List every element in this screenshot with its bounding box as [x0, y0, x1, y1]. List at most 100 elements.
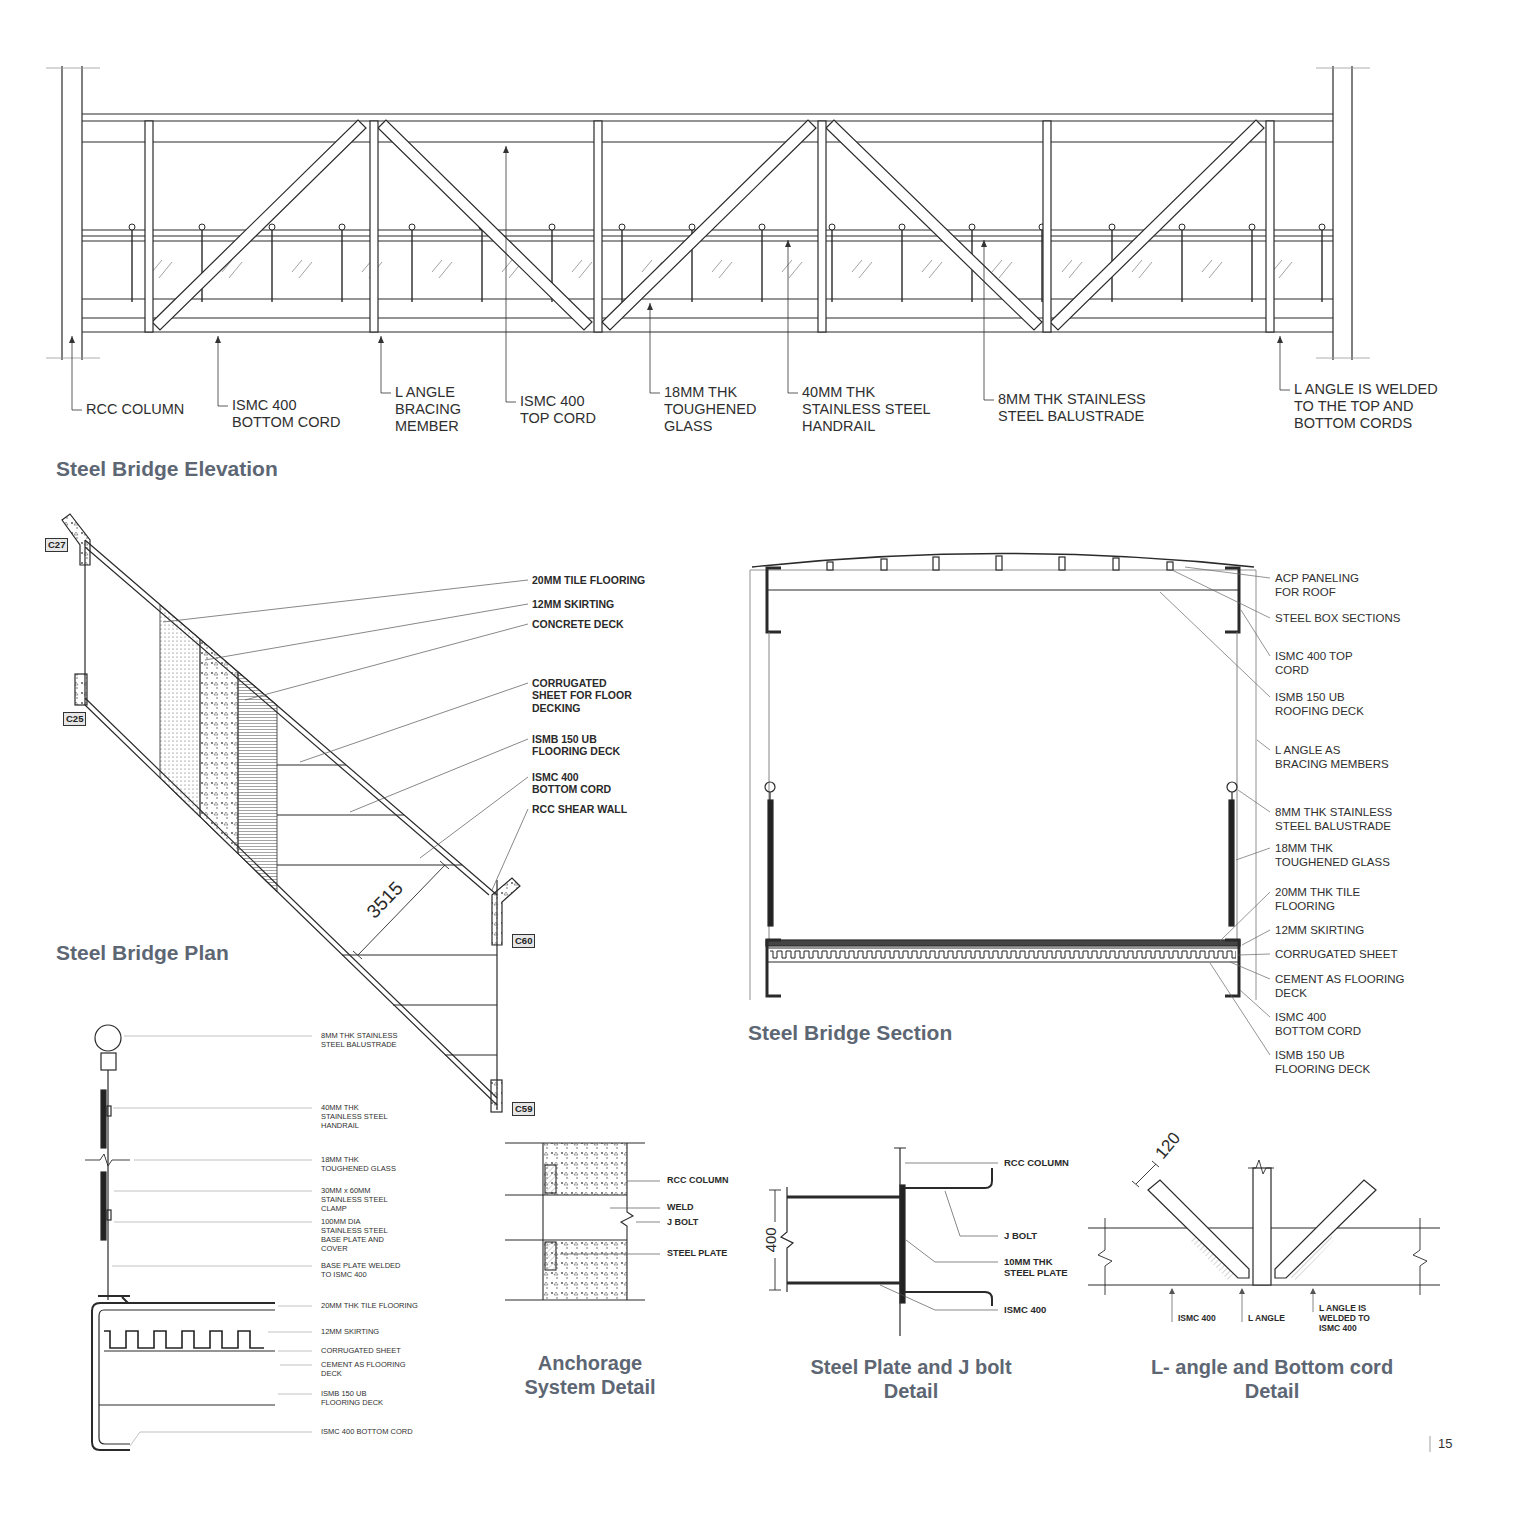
callout-label: STEEL PLATE	[667, 1248, 727, 1259]
column-tag: C27	[45, 538, 68, 552]
post	[145, 121, 153, 332]
bottom-cord	[82, 318, 1333, 332]
bracing-line	[769, 632, 1237, 940]
callout-label: RCC COLUMN	[86, 401, 184, 418]
bridge-elevation	[46, 66, 1370, 410]
callout-label: 20MM THK TILE FLOORING	[1275, 886, 1375, 913]
callout-label: CORRUGATED SHEET	[1275, 948, 1397, 962]
weld-hatch	[545, 1165, 556, 1193]
page-number: 15	[1438, 1436, 1452, 1451]
callout-label: L ANGLE BRACING MEMBER	[395, 384, 475, 435]
callout-label: ACP PANELING FOR ROOF	[1275, 572, 1370, 599]
callout-label: J BOLT	[667, 1217, 698, 1228]
post	[818, 121, 826, 332]
dimension-text: 120	[1150, 1127, 1186, 1165]
view-title: Steel Bridge Plan	[56, 941, 229, 966]
clamp	[107, 1106, 111, 1116]
dimension-text: 3515	[361, 876, 409, 925]
callout-label: L ANGLE IS WELDED TO ISMC 400	[1319, 1303, 1381, 1333]
break-line	[46, 68, 1370, 358]
post	[370, 121, 378, 332]
dimension-line	[353, 861, 449, 959]
baluster	[107, 1070, 108, 1300]
l-angle-brace	[378, 120, 592, 330]
callout-label: 20MM THK TILE FLOORING	[321, 1302, 418, 1311]
callout-label: 12MM SKIRTING	[532, 598, 614, 610]
callout-label: 40MM THK STAINLESS STEEL HANDRAIL	[321, 1104, 396, 1131]
column-tag-text: C59	[515, 1103, 532, 1114]
callout-label: J BOLT	[1004, 1230, 1037, 1241]
callout-label: ISMC 400	[1178, 1313, 1216, 1323]
beam-flange	[787, 1197, 900, 1283]
column-outline	[750, 570, 1256, 1000]
glass-panel	[1229, 800, 1234, 926]
roofing-deck	[767, 589, 1239, 590]
l-angle-brace	[152, 120, 366, 330]
clamp	[107, 1210, 111, 1220]
callout-label: L ANGLE	[1248, 1313, 1285, 1323]
callout-label: ISMC 400 BOTTOM CORD	[321, 1428, 413, 1437]
callout-label: WELD	[667, 1202, 694, 1213]
page-rule	[1430, 1436, 1431, 1452]
callout-label: CONCRETE DECK	[532, 618, 624, 630]
callout-label: 40MM THK STAINLESS STEEL HANDRAIL	[802, 384, 936, 435]
column-tag-text: C25	[66, 713, 83, 724]
callout-label: 12MM SKIRTING	[1275, 924, 1364, 938]
callout-label: ISMB 150 UB FLOORING DECK	[321, 1390, 391, 1408]
rcc-concrete	[543, 1240, 627, 1300]
box-section	[1167, 562, 1173, 570]
tile-floor	[99, 1310, 275, 1444]
box-section	[933, 557, 939, 570]
callout-label: ISMC 400 TOP CORD	[1275, 650, 1360, 677]
column-tag: C25	[63, 712, 86, 726]
tile-floor	[766, 940, 1240, 946]
handrail-section	[765, 782, 775, 792]
bracing-member	[152, 120, 1264, 330]
base-plate	[98, 1296, 130, 1303]
bottom-cord-channel	[767, 940, 1239, 996]
callout-label: ISMC 400 BOTTOM CORD	[532, 771, 612, 796]
callout-label: 18MM THK TOUGHENED GLASS	[1275, 842, 1391, 869]
l-angle-detail	[1088, 1160, 1440, 1322]
callout-label: ISMB 150 UB FLOORING DECK	[532, 733, 627, 758]
handrail-base	[101, 1053, 116, 1070]
post	[594, 121, 602, 332]
break-line	[781, 1187, 793, 1292]
dimension-text: 400	[762, 1225, 780, 1254]
glass-panel	[101, 1090, 106, 1148]
box-section	[881, 559, 887, 570]
flooring-deck	[766, 948, 1240, 962]
bridge-edge	[85, 540, 497, 1110]
callout-label: CEMENT AS FLOORING DECK	[321, 1361, 409, 1379]
callout-label: BASE PLATE WELDED TO ISMC 400	[321, 1262, 406, 1280]
callout-label: 18MM THK TOUGHENED GLASS	[664, 384, 764, 435]
callout-label: 8MM THK STAINLESS STEEL BALUSTRADE	[1275, 806, 1403, 833]
tile-hatch	[160, 605, 200, 817]
handrail-section	[1227, 782, 1237, 792]
l-angle-brace	[1050, 120, 1264, 330]
callout-label: ISMB 150 UB FLOORING DECK	[1275, 1049, 1375, 1076]
glass-panel	[101, 1172, 106, 1240]
column-tag: C59	[512, 1102, 535, 1116]
callout-label: RCC COLUMN	[667, 1175, 729, 1186]
steel-plate	[900, 1185, 905, 1303]
rcc-concrete	[543, 1143, 627, 1195]
corrugated-sheet	[104, 1330, 264, 1351]
column-tag-text: C60	[515, 935, 532, 946]
callout-label: 30MM x 60MM STAINLESS STEEL CLAMP	[321, 1187, 397, 1214]
bridge-plan	[62, 514, 528, 1112]
callout-label: CEMENT AS FLOORING DECK	[1275, 973, 1410, 1000]
arrowhead	[69, 146, 1283, 343]
steel-box-section	[827, 556, 1173, 570]
view-title: Steel Plate and J bolt Detail	[791, 1356, 1031, 1403]
callout-label: ISMC 400 BOTTOM CORD	[1275, 1011, 1365, 1038]
callout-label: 18MM THK TOUGHENED GLASS	[321, 1156, 397, 1174]
flooring-deck	[99, 1351, 275, 1405]
column-line	[894, 1148, 906, 1336]
weld-hatch	[545, 1242, 556, 1270]
leader-line	[72, 146, 1290, 410]
break-line	[85, 1154, 130, 1166]
flooring-deck-beam	[277, 765, 497, 1055]
leader-line	[112, 1036, 312, 1446]
